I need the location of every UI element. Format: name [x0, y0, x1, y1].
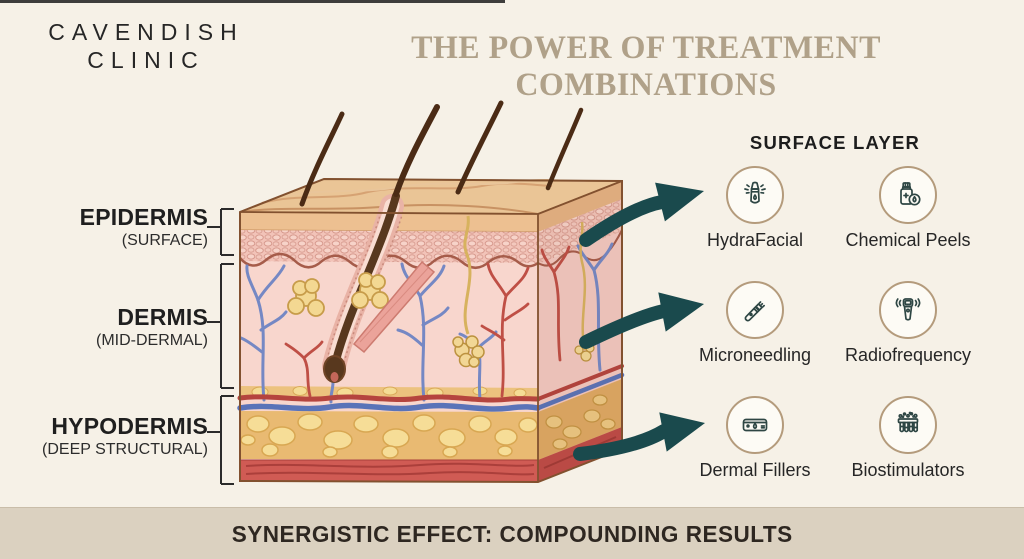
dermis-bracket: [207, 263, 234, 389]
arrow-hypodermis: [573, 412, 705, 461]
hypodermis-layer: [240, 379, 622, 460]
panel-heading: SURFACE LAYER: [749, 132, 921, 153]
clinic-logo: CAVENDISH CLINIC: [28, 18, 264, 74]
dermal-fillers-icon: [726, 396, 784, 454]
layer-arrows: [573, 182, 705, 461]
microneedling-icon: [726, 281, 784, 339]
label-epidermis: EPIDERMIS (SURFACE): [0, 205, 208, 250]
skin-block: [237, 100, 625, 484]
logo-line-1: CAVENDISH: [48, 19, 244, 45]
dermis-fat-strip: [240, 386, 538, 399]
page-title: THE POWER OF TREATMENT COMBINATIONS: [411, 30, 881, 103]
treatment-radiofrequency: Radiofrequency: [828, 281, 988, 366]
epidermis-bracket: [207, 208, 234, 256]
hypodermis-bracket: [207, 395, 234, 485]
side-shading: [538, 181, 622, 482]
layer-name: EPIDERMIS: [79, 204, 208, 230]
footer-banner: SYNERGISTIC EFFECT: COMPOUNDING RESULTS: [0, 507, 1024, 559]
layer-name: DERMIS: [117, 304, 208, 330]
treatment-chemical-peels: Chemical Peels: [828, 166, 988, 251]
treatment-label: Radiofrequency: [844, 345, 972, 365]
layer-descriptor: (SURFACE): [121, 232, 208, 249]
biostimulators-icon: [879, 396, 937, 454]
logo-line-2: CLINIC: [87, 47, 205, 73]
treatment-dermal-fillers: Dermal Fillers: [675, 396, 835, 481]
label-hypodermis: HYPODERMIS (DEEP STRUCTURAL): [0, 414, 208, 459]
arrow-dermis: [579, 292, 704, 349]
hydrafacial-icon: [726, 166, 784, 224]
sebaceous-glands: [287, 272, 389, 317]
arrow-epidermis: [579, 182, 704, 247]
hair-strands: [299, 100, 584, 207]
layer-brackets: [207, 208, 234, 485]
footer-text: SYNERGISTIC EFFECT: COMPOUNDING RESULTS: [231, 520, 793, 547]
treatment-hydrafacial: HydraFacial: [675, 166, 835, 251]
treatment-label: Dermal Fillers: [699, 460, 811, 480]
boundary-vessels: [237, 364, 625, 412]
chemical-peels-icon: [879, 166, 937, 224]
treatment-microneedling: Microneedling: [675, 281, 835, 366]
frame-artifact: [0, 0, 505, 3]
arrector-pili-muscle: [352, 260, 436, 354]
red-vessels: [284, 245, 571, 398]
layer-descriptor: (DEEP STRUCTURAL): [42, 441, 208, 458]
label-dermis: DERMIS (MID-DERMAL): [0, 305, 208, 350]
treatment-label: HydraFacial: [706, 230, 804, 250]
treatment-label: Microneedling: [698, 345, 812, 365]
epidermis-layer: [239, 212, 539, 269]
treatment-label: Chemical Peels: [845, 230, 971, 250]
radiofrequency-icon: [879, 281, 937, 339]
layer-name: HYPODERMIS: [51, 413, 208, 439]
layer-descriptor: (MID-DERMAL): [96, 332, 208, 349]
treatment-label: Biostimulators: [851, 460, 965, 480]
treatment-biostimulators: Biostimulators: [828, 396, 988, 481]
